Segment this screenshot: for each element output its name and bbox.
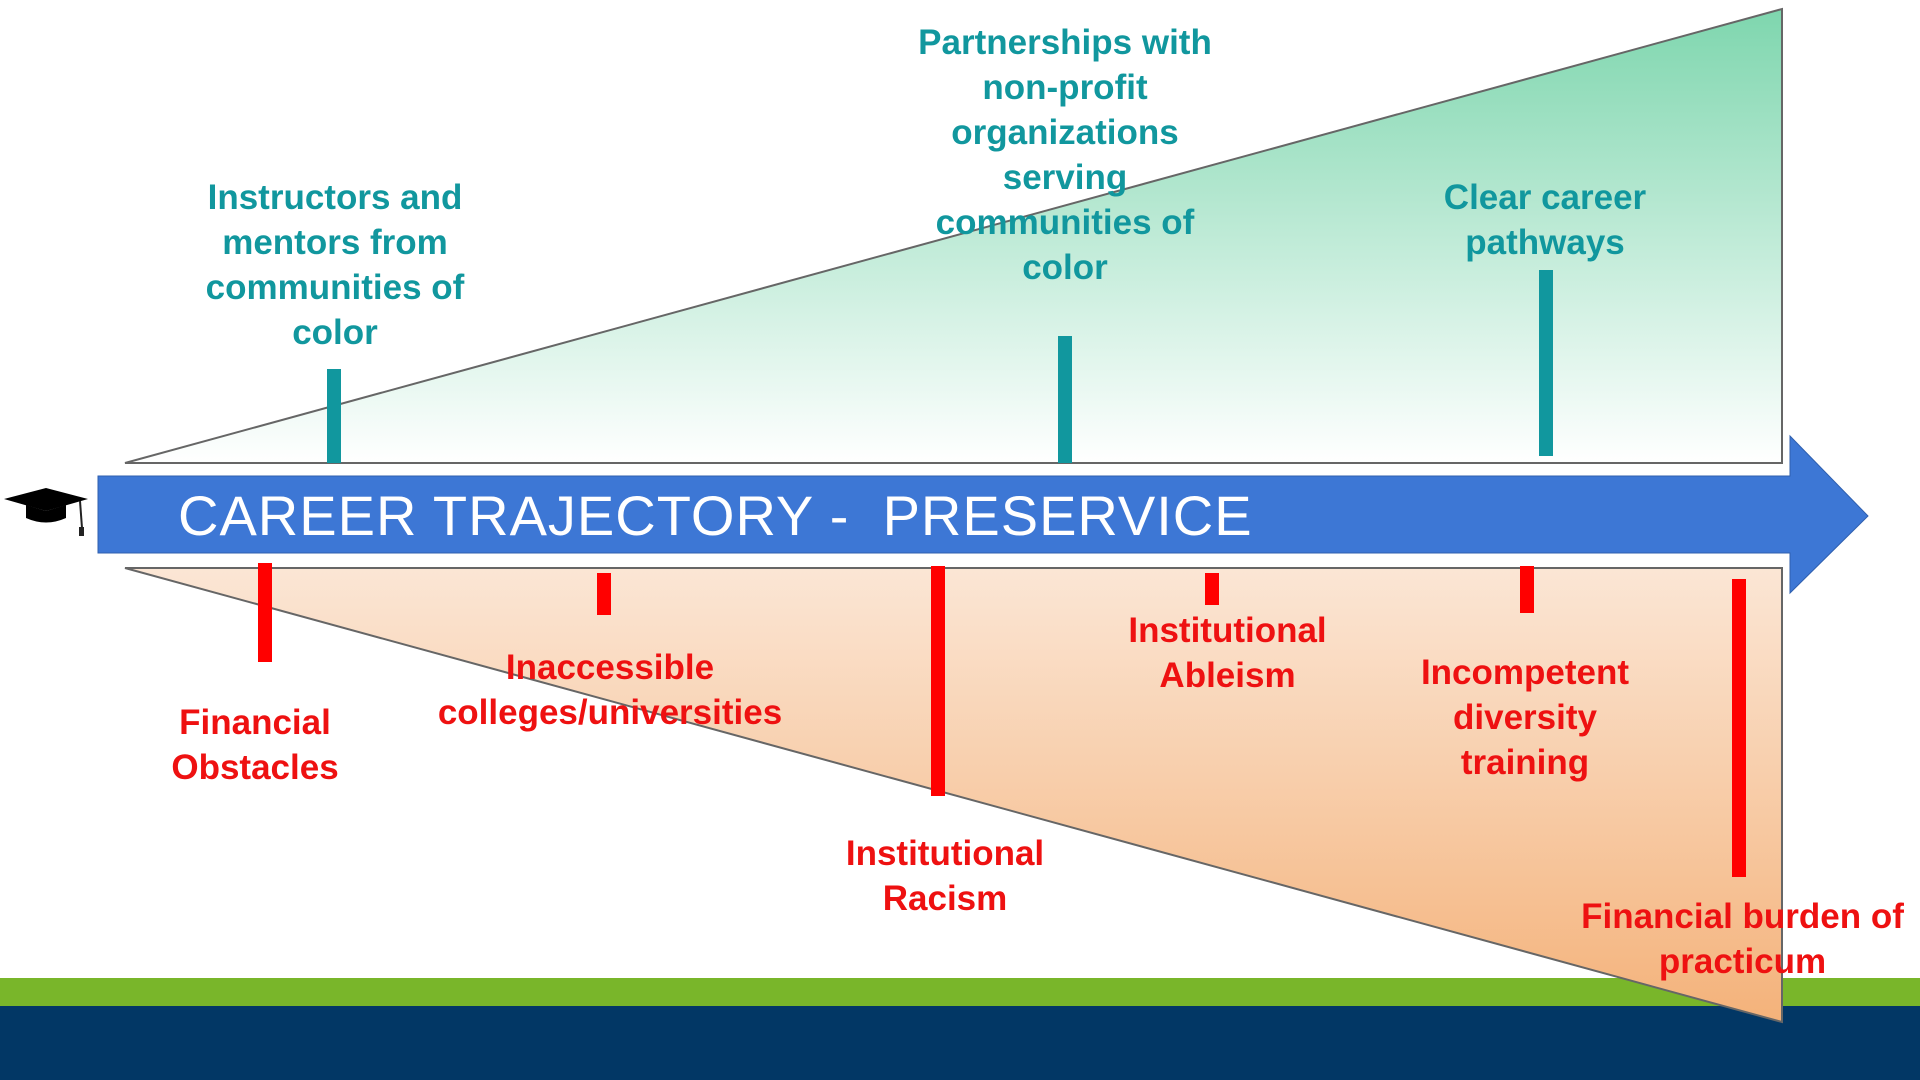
barrier-label-ableism: Institutional Ableism xyxy=(1128,611,1327,695)
barrier-marker-inaccessible xyxy=(597,573,611,615)
career-trajectory-label: CAREER TRAJECTORY - PRESERVICE xyxy=(178,484,1253,547)
barrier-label-financial-obstacles: Financial Obstacles xyxy=(171,703,339,787)
support-marker-career-pathways xyxy=(1539,270,1553,456)
footer-green-band xyxy=(0,978,1920,1006)
graduation-cap-icon xyxy=(4,488,88,536)
barrier-marker-practicum xyxy=(1732,579,1746,877)
support-marker-partnerships xyxy=(1058,336,1072,463)
barrier-marker-financial-obstacles xyxy=(258,563,272,662)
barrier-marker-ableism xyxy=(1205,573,1219,605)
barrier-marker-racism xyxy=(931,566,945,796)
barrier-label-racism: Institutional Racism xyxy=(845,834,1045,918)
support-marker-instructors xyxy=(327,369,341,463)
barrier-label-diversity-training: Incompetent diversity training xyxy=(1420,653,1630,782)
barrier-label-practicum: Financial burden of practicum xyxy=(1581,897,1904,981)
barrier-label-inaccessible: Inaccessible colleges/universities xyxy=(437,648,783,732)
support-label-career-pathways: Clear career pathways xyxy=(1443,178,1647,262)
support-label-partnerships: Partnerships with non-profit organizatio… xyxy=(918,23,1212,287)
career-trajectory-arrow xyxy=(97,434,1869,595)
support-label-instructors: Instructors and mentors from communities… xyxy=(205,178,465,352)
barriers-wedge xyxy=(124,567,1783,1024)
barrier-marker-diversity-training xyxy=(1520,566,1534,613)
supports-wedge xyxy=(124,7,1783,464)
footer-navy-band xyxy=(0,1006,1920,1080)
